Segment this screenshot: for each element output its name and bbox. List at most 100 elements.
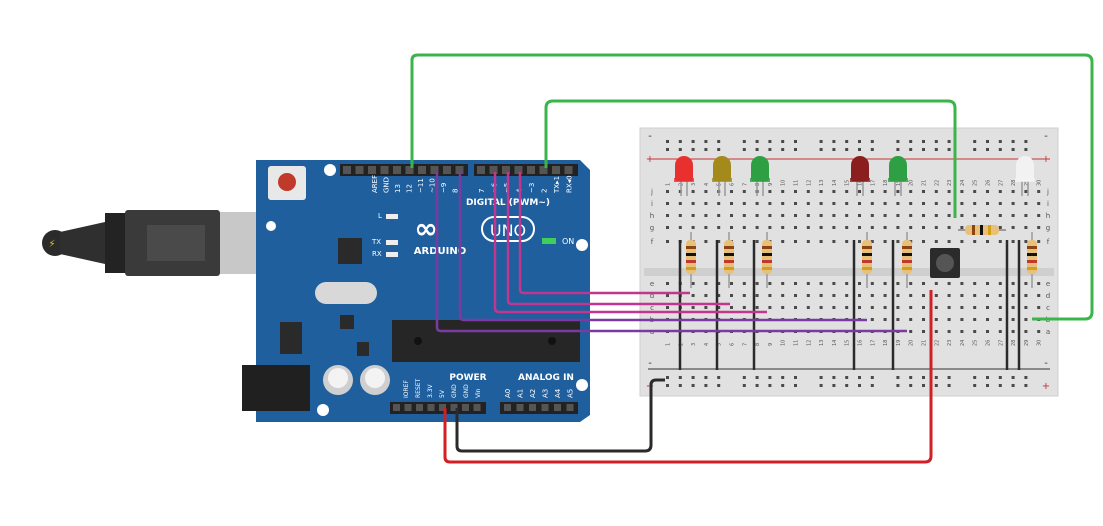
svg-text:17: 17: [870, 340, 876, 346]
svg-text:j: j: [1046, 188, 1049, 196]
pin-label: 5V: [439, 389, 446, 398]
svg-text:16: 16: [858, 340, 864, 346]
pin-label: 3.3V: [427, 383, 434, 398]
pin-label: 7: [478, 189, 486, 193]
svg-text:11: 11: [794, 180, 800, 186]
svg-text:27: 27: [998, 180, 1004, 186]
arduino-brand-label: ARDUINO: [414, 246, 466, 257]
svg-text:15: 15: [845, 340, 851, 346]
led-group: [674, 156, 1035, 196]
svg-text:9: 9: [768, 343, 774, 346]
svg-text:21: 21: [922, 340, 928, 346]
svg-text:3: 3: [691, 183, 697, 186]
pin-label: Vin: [475, 388, 482, 398]
svg-text:21: 21: [922, 180, 928, 186]
svg-text:22: 22: [934, 180, 940, 186]
svg-text:13: 13: [819, 180, 825, 186]
pin-label: A2: [529, 389, 537, 398]
power-led: [542, 238, 556, 244]
svg-text:4: 4: [704, 183, 710, 186]
svg-text:1: 1: [666, 183, 672, 186]
svg-text:h: h: [1046, 212, 1050, 220]
svg-text:+: +: [1042, 154, 1050, 165]
pin-label: GND: [451, 384, 458, 398]
svg-text:⚡: ⚡: [48, 239, 55, 250]
breadboard[interactable]: jjiihhggffeeddccbbaa11223344556677889910…: [639, 127, 1059, 397]
arduino-uno-board[interactable]: ∞ ARDUINO UNO DIGITAL (PWM~) ON L TX RX …: [242, 160, 590, 422]
svg-text:27: 27: [998, 340, 1004, 346]
svg-text:7: 7: [742, 183, 748, 186]
svg-text:1: 1: [666, 343, 672, 346]
svg-text:12: 12: [806, 180, 812, 186]
led-dome: [851, 156, 869, 174]
svg-text:14: 14: [832, 340, 838, 346]
svg-text:20: 20: [909, 180, 915, 186]
svg-text:26: 26: [986, 180, 992, 186]
svg-text:i: i: [651, 200, 653, 208]
svg-text:-: -: [1044, 358, 1048, 369]
svg-text:f: f: [1047, 238, 1050, 246]
svg-text:10: 10: [781, 180, 787, 186]
svg-text:c: c: [650, 304, 654, 312]
svg-text:g: g: [650, 224, 654, 232]
svg-text:28: 28: [1011, 340, 1017, 346]
pin-label: AREF: [371, 175, 379, 193]
svg-text:7: 7: [742, 343, 748, 346]
svg-text:9: 9: [768, 183, 774, 186]
pin-label: A1: [517, 389, 525, 398]
svg-text:24: 24: [960, 180, 966, 186]
svg-text:14: 14: [832, 180, 838, 186]
svg-text:18: 18: [883, 180, 889, 186]
svg-text:28: 28: [1011, 180, 1017, 186]
svg-text:23: 23: [947, 340, 953, 346]
rx-label: RX: [372, 250, 382, 258]
svg-text:13: 13: [819, 340, 825, 346]
pin-label: ~3: [528, 183, 536, 193]
svg-text:∞: ∞: [414, 212, 437, 245]
l-label: L: [378, 212, 382, 220]
svg-text:19: 19: [896, 340, 902, 346]
horizontal-resistor: [958, 225, 1006, 235]
svg-text:8: 8: [755, 183, 761, 186]
svg-text:20: 20: [909, 340, 915, 346]
pin-label: RESET: [415, 378, 422, 398]
svg-text:29: 29: [1024, 180, 1030, 186]
pin-label: GND: [463, 384, 470, 398]
led-dome: [1016, 156, 1034, 174]
svg-text:e: e: [650, 280, 654, 288]
svg-text:12: 12: [806, 340, 812, 346]
svg-text:-: -: [1044, 131, 1048, 142]
pin-label: TX▸1: [553, 176, 561, 194]
svg-text:26: 26: [986, 340, 992, 346]
svg-text:d: d: [650, 292, 654, 300]
svg-text:6: 6: [730, 343, 736, 346]
svg-text:16: 16: [858, 180, 864, 186]
pin-label: IOREF: [403, 380, 410, 398]
svg-text:17: 17: [870, 180, 876, 186]
svg-text:25: 25: [973, 340, 979, 346]
push-button[interactable]: [930, 248, 960, 278]
power-label: POWER: [449, 373, 486, 383]
svg-text:23: 23: [947, 180, 953, 186]
svg-text:f: f: [651, 238, 654, 246]
resistor-group: [686, 232, 1037, 288]
on-label: ON: [562, 237, 574, 246]
svg-text:5: 5: [717, 343, 723, 346]
svg-text:e: e: [1046, 280, 1050, 288]
led-dome: [751, 156, 769, 174]
svg-text:8: 8: [755, 343, 761, 346]
svg-text:22: 22: [934, 340, 940, 346]
analog-in-label: ANALOG IN: [518, 373, 574, 383]
led-dome: [713, 156, 731, 174]
svg-text:+: +: [1042, 381, 1050, 392]
svg-text:11: 11: [794, 340, 800, 346]
pin-label: 13: [394, 184, 402, 193]
pin-label: 8: [452, 189, 460, 193]
led-dome: [675, 156, 693, 174]
pin-label: 2: [541, 189, 549, 193]
tx-label: TX: [371, 238, 381, 246]
